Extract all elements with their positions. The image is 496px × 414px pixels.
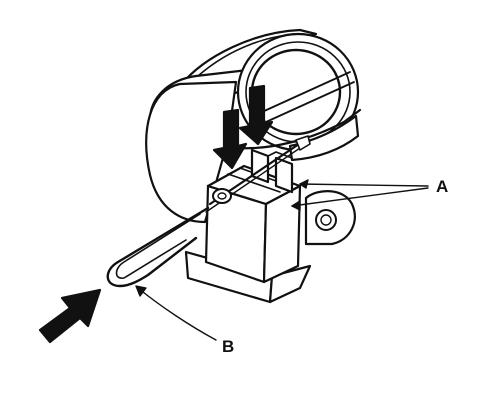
arrow-up-right-icon [38, 288, 102, 344]
retaining-pin [106, 135, 311, 288]
motor-housing [145, 28, 362, 246]
part-label-b: B [222, 337, 235, 356]
leader-lines [135, 179, 429, 341]
part-label-a: A [436, 177, 449, 196]
arrow-down-icon [238, 84, 274, 146]
push-arrow [38, 288, 102, 344]
brush-holder [184, 148, 312, 304]
arrow-down-icon [212, 108, 248, 170]
brush-lower [274, 156, 294, 194]
press-down-arrows [212, 84, 274, 170]
